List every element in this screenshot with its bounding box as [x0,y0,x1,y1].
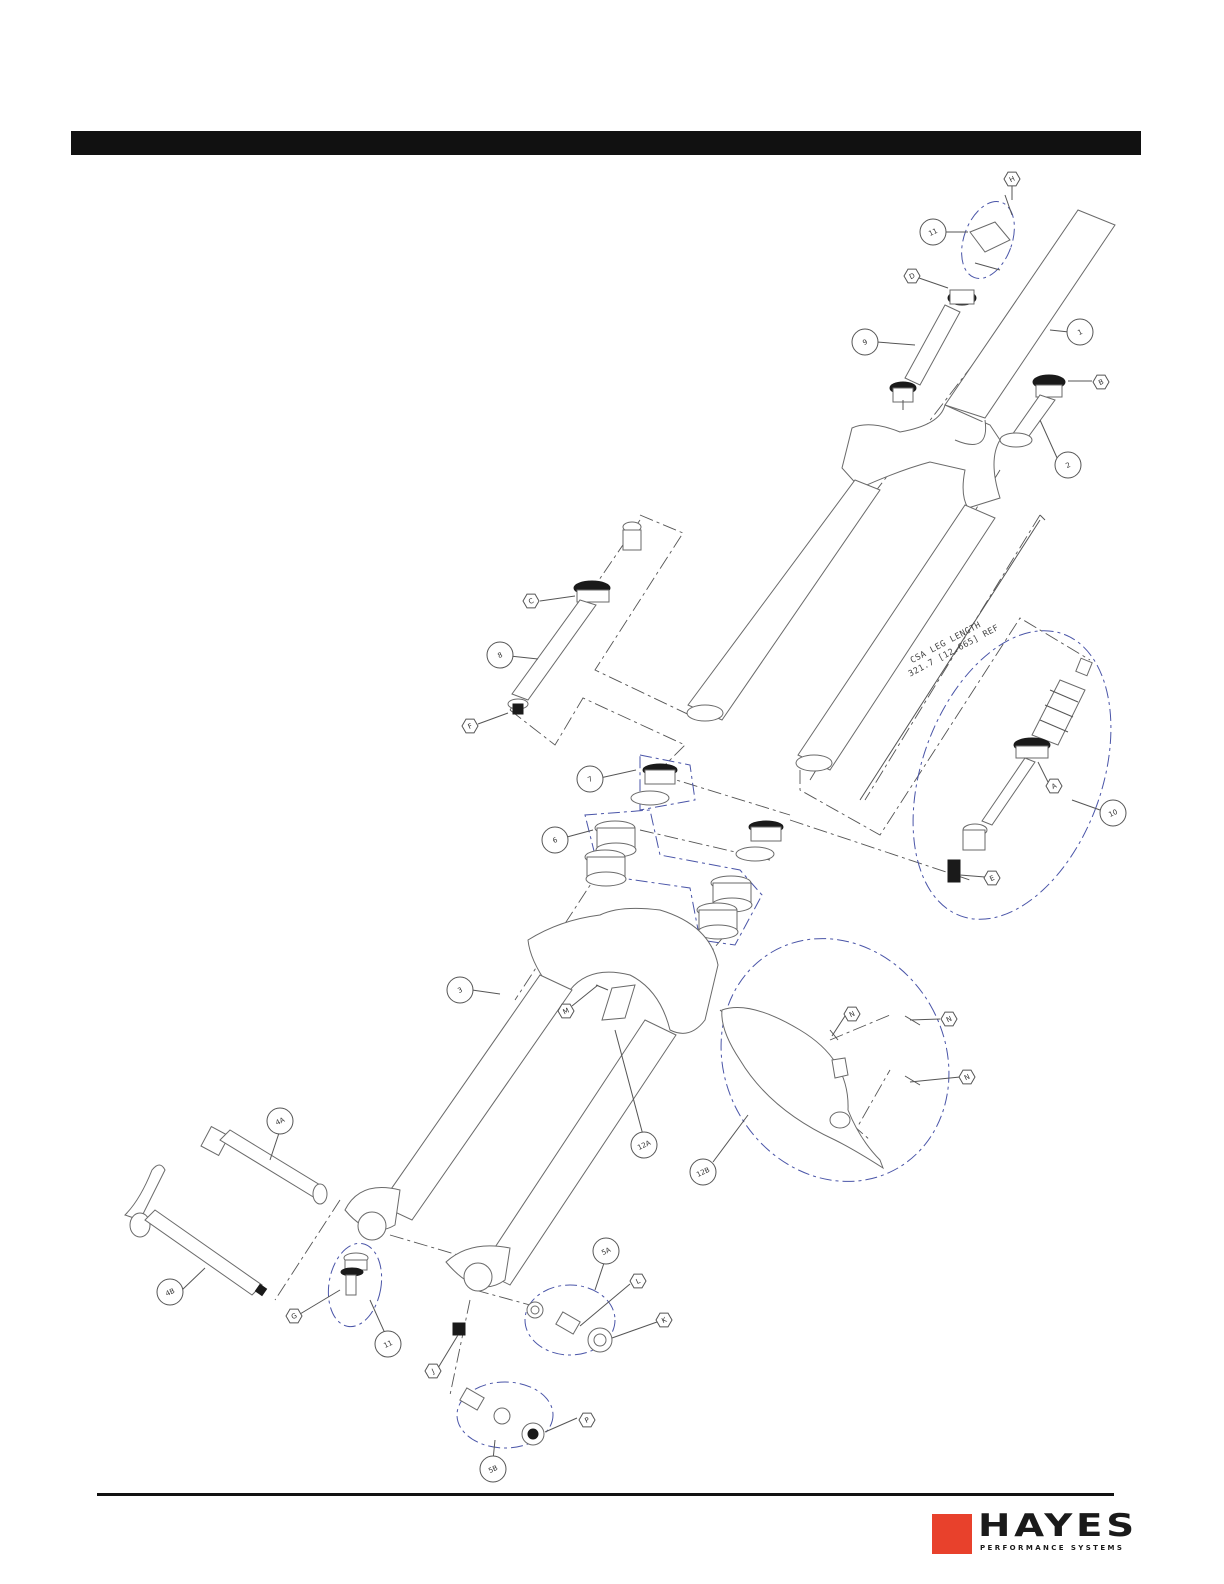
hardware-callout-f: F [462,719,478,733]
hardware-callout-e: E [984,871,1000,885]
part-callout-3: 3 [447,977,473,1003]
part-callout-5b: 5B [480,1456,506,1482]
hardware-group-5a [525,1285,615,1355]
part-callout-11: 11 [375,1331,401,1357]
part-callout-12b: 12B [690,1159,716,1185]
hardware-callout-b: B [1093,375,1109,389]
part-callout-5a: 5A [593,1238,619,1264]
part-callout-4a: 4A [267,1108,293,1134]
part-callout-12a: 12A [631,1132,657,1158]
hardware-callout-a: A [1046,779,1062,793]
hardware-callout-p: P [579,1413,595,1427]
part-callout-7: 7 [577,766,603,792]
logo-wordmark: HAYES [978,1508,1138,1544]
leader-lines [182,185,1100,1460]
hardware-callout-k: K [656,1313,672,1327]
logo-tagline: PERFORMANCE SYSTEMS [980,1544,1124,1552]
part-callout-6: 6 [542,827,568,853]
hardware-callout-n: N [844,1007,860,1021]
air-cap-assembly [1000,375,1065,447]
rebound-knob-detail [322,1239,465,1335]
hardware-callout-n: N [959,1070,975,1084]
hardware-callout-m: M [558,1004,574,1018]
hardware-group-5b [457,1382,553,1448]
part-callout-9: 9 [852,329,878,355]
logo-mark [932,1514,972,1554]
hardware-callout-h: H [1004,172,1020,186]
hardware-callout-g: G [286,1309,302,1323]
hardware-callout-l: L [630,1274,646,1288]
part-callout-1: 1 [1067,319,1093,345]
lower-leg-assembly [345,908,718,1291]
top-knob-detail [952,194,1024,286]
hardware-callout-j: J [425,1364,441,1378]
part-callout-11: 11 [920,219,946,245]
part-callout-4b: 4B [157,1279,183,1305]
footer-rule [97,1493,1114,1496]
axle-4b [125,1165,267,1296]
hardware-callout-c: C [523,594,539,608]
damper-shaft [508,522,641,714]
hardware-callout-d: D [904,269,920,283]
part-callout-10: 10 [1100,800,1126,826]
hardware-callout-n: N [941,1012,957,1026]
axle-4a [201,1127,327,1204]
part-callout-2: 2 [1055,452,1081,478]
fender-guard [677,897,993,1224]
hayes-logo: HAYES PERFORMANCE SYSTEMS [932,1514,1122,1558]
part-callout-8: 8 [487,642,513,668]
